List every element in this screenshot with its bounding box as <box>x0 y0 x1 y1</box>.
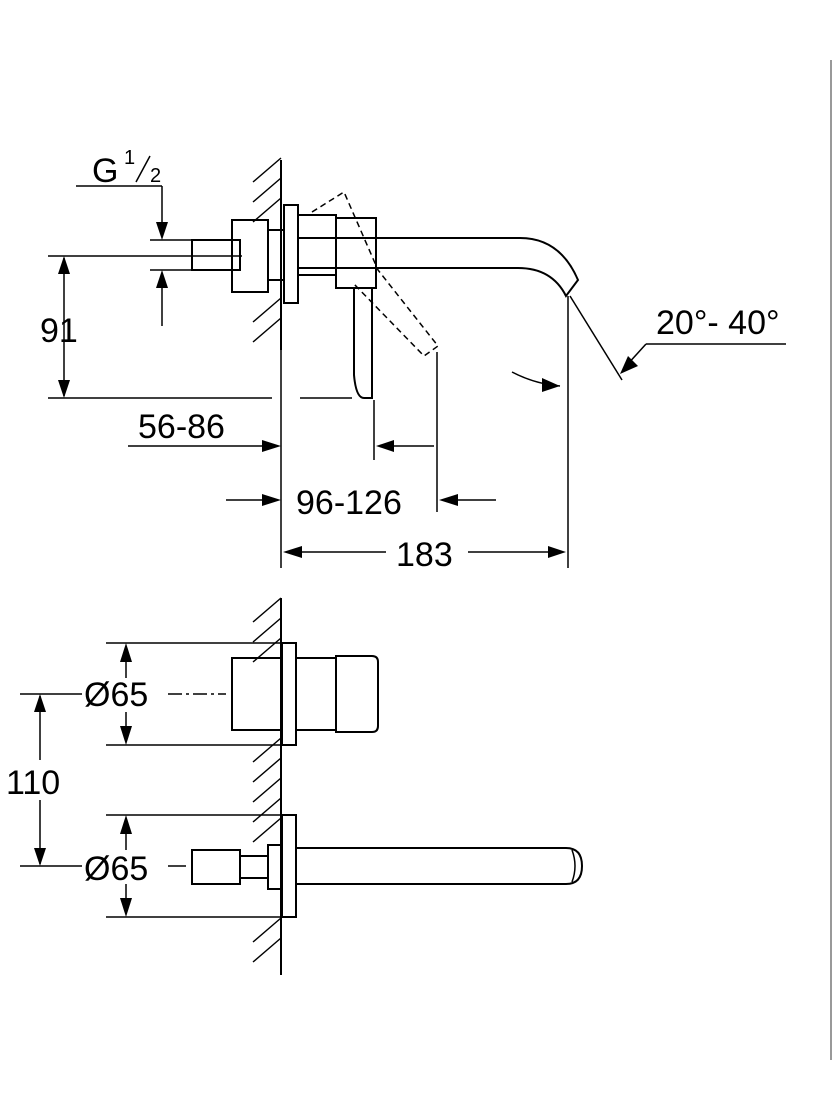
hatch-stroke <box>252 777 282 803</box>
dim-dia-upper-text: Ø65 <box>84 676 148 714</box>
dim-91: 91 <box>40 255 352 399</box>
dim-110: 110 <box>6 693 82 867</box>
hatch-stroke <box>252 737 282 763</box>
dim-56-86: 56-86 <box>128 408 434 452</box>
wall-hatching-upper <box>252 157 282 343</box>
hatch-stroke <box>252 317 282 343</box>
hatch-stroke <box>252 157 282 183</box>
thread-num-text: 1 <box>124 147 135 169</box>
dim-angle: 20°- 40° <box>569 295 786 381</box>
hatch-stroke <box>252 177 282 203</box>
spout-front <box>191 814 584 918</box>
valve-front <box>168 642 379 746</box>
dim-dia-upper: Ø65 <box>84 642 282 746</box>
front-view: Ø65 110 Ø65 <box>6 597 584 975</box>
dim-dia-lower: Ø65 <box>84 814 282 918</box>
hatch-stroke <box>252 597 282 623</box>
thread-den-text: 2 <box>150 165 161 187</box>
hatch-stroke <box>252 617 282 643</box>
hatch-stroke <box>252 197 282 223</box>
dim-183-text: 183 <box>396 536 453 574</box>
inlet-connector <box>191 204 299 304</box>
wall-hatching-lower <box>252 597 282 963</box>
lever-tilted <box>311 190 440 357</box>
hatch-stroke <box>252 797 282 823</box>
dim-91-text: 91 <box>40 312 78 350</box>
hatch-stroke <box>252 297 282 323</box>
dim-110-text: 110 <box>6 764 60 802</box>
dim-96-126-text: 96-126 <box>296 484 402 522</box>
lever <box>353 288 373 399</box>
valve-cap <box>335 217 377 289</box>
thread-g-text: G <box>92 152 118 190</box>
side-view: G 1 2 91 <box>40 147 786 574</box>
hatch-stroke <box>252 757 282 783</box>
hatch-stroke <box>252 817 282 843</box>
dim-dia-lower-text: Ø65 <box>84 850 148 888</box>
dim-angle-text: 20°- 40° <box>656 304 780 342</box>
valve-body <box>297 214 337 276</box>
hatch-stroke <box>252 917 282 943</box>
dim-56-86-text: 56-86 <box>138 408 225 446</box>
spout <box>298 237 580 298</box>
thread-label: G 1 2 <box>76 147 192 326</box>
hatch-stroke <box>252 937 282 963</box>
dim-183: 183 <box>283 536 566 574</box>
dim-96-126: 96-126 <box>226 484 496 522</box>
